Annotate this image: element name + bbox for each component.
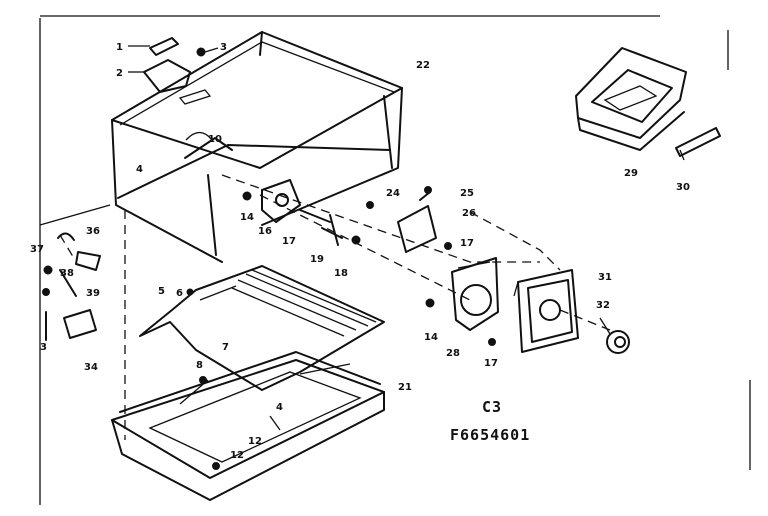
callout-1: 1 <box>116 42 123 53</box>
callout-32: 32 <box>596 300 610 311</box>
callout-17b: 17 <box>460 238 474 249</box>
callout-14: 14 <box>240 212 254 223</box>
scan-border <box>39 15 751 505</box>
callout-36: 36 <box>86 226 100 237</box>
drip-tray <box>111 351 385 501</box>
control-knob <box>599 317 630 354</box>
alignment-lines <box>59 174 611 440</box>
callout-26: 26 <box>462 208 476 219</box>
callout-18: 18 <box>334 268 348 279</box>
bucket-trim <box>675 127 721 161</box>
callout-12b: 12 <box>230 450 244 461</box>
bracket-part-2 <box>128 59 191 93</box>
evaporator-cover <box>513 269 579 353</box>
callout-34: 34 <box>84 362 98 373</box>
ice-bucket <box>575 47 687 151</box>
fan-shroud <box>425 257 499 346</box>
section-label: C3 <box>482 398 502 416</box>
cabinet-box <box>111 31 403 263</box>
callout-10: 10 <box>208 134 222 145</box>
callout-21: 21 <box>398 382 412 393</box>
callout-4b: 4 <box>276 402 283 413</box>
callout-39: 39 <box>86 288 100 299</box>
callout-6: 6 <box>176 288 183 299</box>
callout-7: 7 <box>222 342 229 353</box>
callout-5: 5 <box>158 286 165 297</box>
callout-16: 16 <box>258 226 272 237</box>
shelf-plate <box>139 265 385 391</box>
motor-bracket <box>242 179 361 246</box>
callout-30: 30 <box>676 182 690 193</box>
callout-31: 31 <box>598 272 612 283</box>
callout-25: 25 <box>460 188 474 199</box>
callout-14b: 14 <box>424 332 438 343</box>
drawing-number: F6654601 <box>450 426 530 444</box>
callout-22: 22 <box>416 60 430 71</box>
screw-part-3 <box>196 47 219 57</box>
callout-4: 4 <box>136 164 143 175</box>
callout-29: 29 <box>624 168 638 179</box>
damper-bracket <box>366 186 452 253</box>
callout-37: 37 <box>30 244 44 255</box>
cover-part-1 <box>128 37 179 56</box>
callout-38: 38 <box>60 268 74 279</box>
callout-8: 8 <box>196 360 203 371</box>
light-socket-parts <box>39 204 111 341</box>
callout-2: 2 <box>116 68 123 79</box>
callout-17c: 17 <box>484 358 498 369</box>
callout-12: 12 <box>248 436 262 447</box>
callout-3: 3 <box>220 42 227 53</box>
callout-19: 19 <box>310 254 324 265</box>
callout-28: 28 <box>446 348 460 359</box>
callout-3b: 3 <box>40 342 47 353</box>
callout-17: 17 <box>282 236 296 247</box>
callout-labels: 1 2 3 22 4 10 14 16 17 19 18 24 25 26 17… <box>30 42 690 461</box>
callout-24: 24 <box>386 188 400 199</box>
